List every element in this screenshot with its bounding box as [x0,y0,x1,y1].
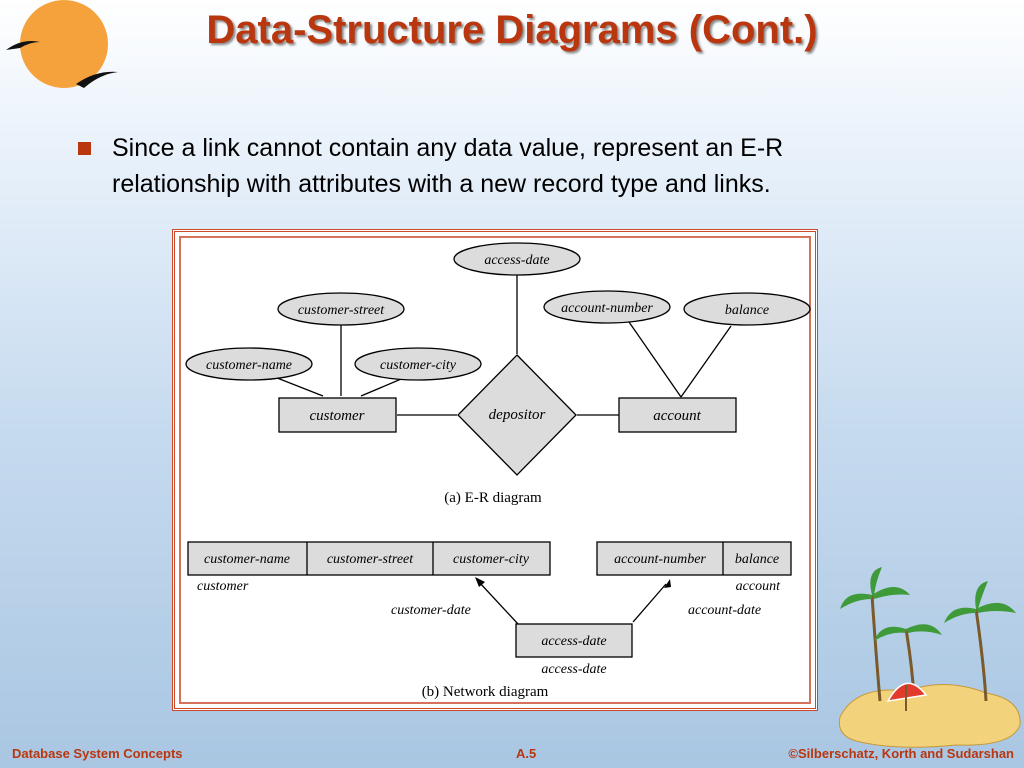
beach-umbrella-icon [886,682,928,711]
record-field: balance [735,552,779,567]
bird-icon [6,41,40,50]
link-label-customer-date: customer-date [391,603,471,618]
er-attr-label: access-date [484,253,549,268]
er-attr-label: balance [725,303,769,318]
er-relationship-label: depositor [489,407,546,423]
palm-leaf-icon [975,581,988,609]
network-caption: (b) Network diagram [422,684,549,700]
network-record-customer: customer-name customer-street customer-c… [187,541,551,576]
link-account-date [632,583,667,623]
diagram-frame: access-date customer-street account-numb… [172,229,818,711]
er-relationship-depositor: depositor [457,354,577,476]
diagram-canvas: access-date customer-street account-numb… [185,242,811,700]
footer-page-number: A.5 [516,746,537,761]
er-attr-label: customer-name [206,358,292,373]
er-entity-label: account [653,408,701,424]
record-field: access-date [541,634,606,649]
record-name-account: account [736,579,781,594]
arrowhead-icon [664,579,671,588]
er-entity-customer: customer [278,397,397,433]
er-attr-balance: balance [683,292,811,326]
record-name-access-date: access-date [541,662,606,677]
record-field: customer-street [327,552,414,567]
record-name-customer: customer [197,579,249,594]
bird-icon [76,71,118,88]
palm-leaf-icon [872,587,910,599]
record-field: customer-name [204,552,290,567]
er-attr-customer-name: customer-name [185,347,313,381]
er-attr-customer-street: customer-street [277,292,405,326]
footer-course: Database System Concepts [12,746,183,761]
er-entity-account: account [618,397,737,433]
palm-leaf-icon [840,593,872,609]
er-attr-label: customer-city [380,358,457,373]
palm-leaf-icon [906,624,942,635]
palm-leaf-icon [976,602,1016,613]
slide-title: Data-Structure Diagrams (Cont.) [206,8,818,52]
record-field: account-number [614,552,706,567]
sun-icon [20,0,108,88]
palm-leaf-icon [874,626,906,641]
er-attr-label: account-number [561,301,653,316]
er-attr-access-date: access-date [453,242,581,276]
network-record-account: account-number balance [596,541,792,576]
er-attr-label: customer-street [298,303,385,318]
sun-birds-logo [6,0,118,88]
er-attr-account-number: account-number [543,290,671,324]
bullet-text: Since a link cannot contain any data val… [112,134,784,198]
bullet-square-icon [78,142,91,155]
er-caption: (a) E-R diagram [444,490,542,506]
er-attr-customer-city: customer-city [354,347,482,381]
footer-copyright: ©Silberschatz, Korth and Sudarshan [788,746,1014,761]
palm-leaf-icon [870,567,882,595]
link-customer-date [478,581,519,625]
island-icon [838,684,1021,748]
record-field: customer-city [453,552,530,567]
er-entity-label: customer [310,408,365,424]
palm-island-clipart [838,567,1021,748]
network-record-access-date: access-date [515,623,633,658]
link-label-account-date: account-date [688,603,761,618]
arrowhead-icon [475,577,485,587]
palm-leaf-icon [944,607,976,623]
